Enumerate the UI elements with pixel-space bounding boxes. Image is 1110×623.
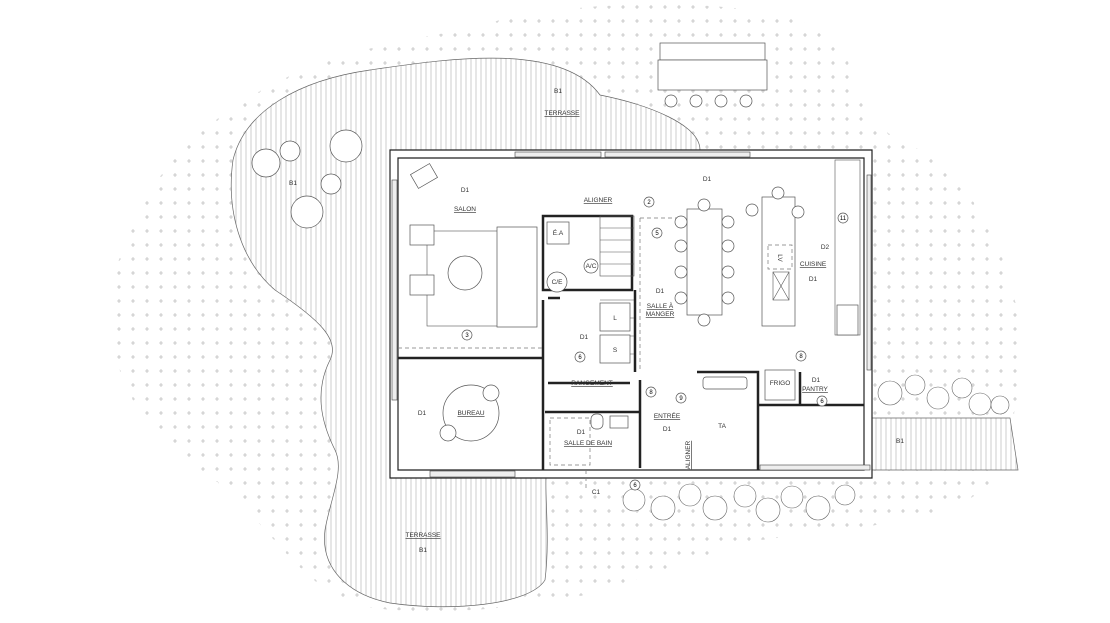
callout-number: 5 [655,231,659,237]
label-salle-de-bain: SALLE DE BAIN [564,440,612,447]
label-ce: C/E [552,279,564,286]
callout-number: 6 [820,399,824,405]
callout-number: 6 [578,355,582,361]
label-bureau: BUREAU [457,410,484,417]
callout-number: 11 [840,216,847,222]
toilet [590,413,604,430]
shrubs [622,374,1010,523]
tag-entree: D1 [663,426,672,433]
outdoor-lounge-chairs [251,129,363,229]
label-l: L [613,315,617,322]
tag-terrasse-top: B1 [554,88,562,95]
callout: 9 [675,392,687,404]
exterior-walls [389,149,873,479]
label-salle-a-manger-2: MANGER [646,311,675,318]
washer [599,302,631,332]
callout: 2 [643,196,655,208]
tag-terrasse-left: B1 [289,180,297,187]
tag-pantry: D1 [812,377,821,384]
ac-unit [583,258,599,274]
callouts: 2 5 3 6 8 9 8 6 11 6 [461,196,849,491]
callout: 8 [645,386,657,398]
callout-number: 8 [649,390,653,396]
label-ta: TA [718,423,726,430]
dryer [599,334,631,364]
callout: 8 [795,350,807,362]
label-salon: SALON [454,206,476,213]
tag-rangement: D1 [580,334,589,341]
tag-terrasse-bottom: B1 [419,547,427,554]
kitchen-island [745,159,861,336]
label-frigo: FRIGO [770,380,791,387]
sink [609,415,629,429]
shower [549,417,591,466]
water-heater [546,221,570,245]
label-terrasse-top: TERRASSE [544,110,580,117]
label-cuisine: CUISINE [800,261,827,268]
tag-terrasse-right: B1 [896,438,904,445]
callout-number: 6 [633,483,637,489]
tag-salle-a-manger: D1 [656,288,665,295]
label-rangement: RANGEMENT [571,380,613,387]
tag-top: D1 [703,176,712,183]
callout-number: 3 [465,333,469,339]
dining-table [674,198,735,327]
callout-number: 2 [647,200,651,206]
label-salle-a-manger-1: SALLE À [647,301,674,310]
label-lv: LV [776,254,783,262]
note-aligner-side: ALIGNER [685,440,692,469]
callout-number: 8 [799,354,803,360]
callout: 3 [461,329,473,341]
outdoor-dining-table [657,42,768,108]
bureau-furniture [439,384,500,442]
terrace-top-left [230,57,701,608]
callout: 6 [574,351,586,363]
label-ea: É.A [553,228,564,237]
label-terrasse-bottom: TERRASSE [405,532,441,539]
tag-salle-de-bain: D1 [577,429,586,436]
tag-c1: C1 [592,489,601,496]
note-aligner-top: ALIGNER [584,197,613,204]
label-ac: A/C [586,263,597,270]
bench [702,376,748,390]
callout-number: 9 [679,396,683,402]
fridge [764,369,796,401]
callout: 11 [837,212,849,224]
label-entree: ENTRÉE [654,411,681,420]
ce-unit [546,271,568,293]
tag-cuisine: D1 [809,276,818,283]
label-pantry: PANTRY [802,386,828,393]
salon-furniture [409,163,538,328]
tag-bureau: D1 [418,410,427,417]
callout: 6 [629,479,641,491]
tag-salon: D1 [461,187,470,194]
tag-cuisine-d2: D2 [821,244,830,251]
label-s: S [613,347,618,354]
callout: 6 [816,395,828,407]
callout: 5 [651,227,663,239]
